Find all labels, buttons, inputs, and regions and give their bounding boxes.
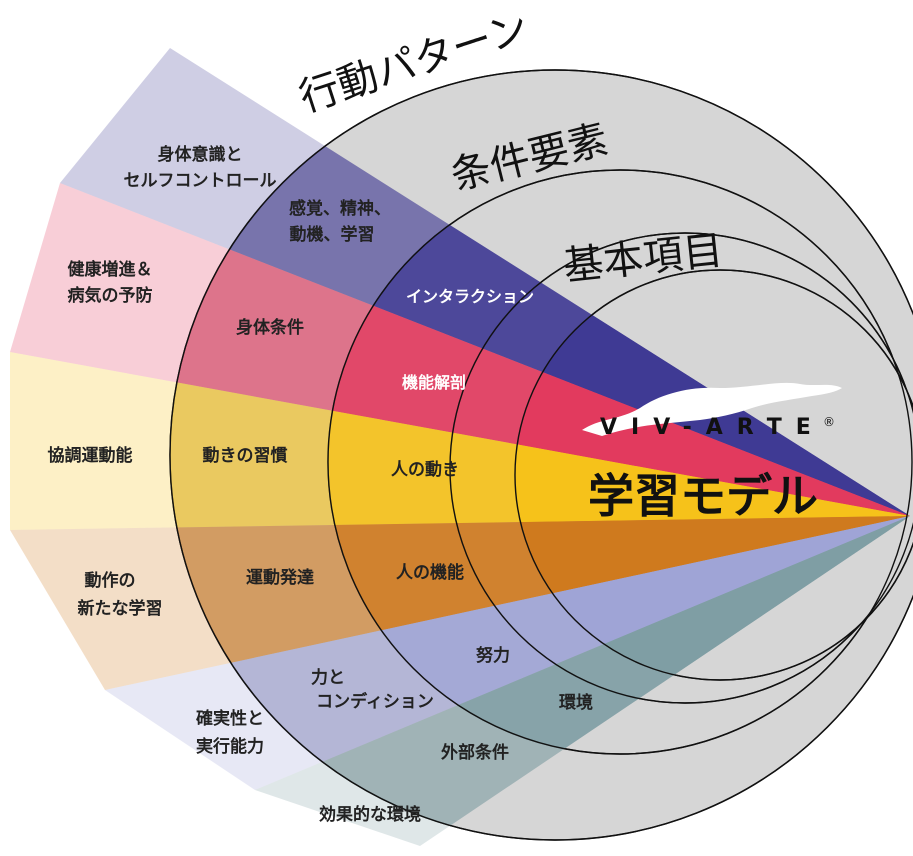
wedge-yellow [515, 352, 910, 530]
wedge-red [515, 270, 910, 516]
label-body-awareness-1: 身体意識と [158, 144, 243, 165]
ring-outlines [169, 69, 913, 841]
logo-registered: ® [823, 415, 835, 429]
label-environment-effect: 効果的な環境 [319, 804, 421, 825]
viv-arte-logo: VIV-ARTE ® 学習モデル [582, 382, 842, 523]
logo-text: VIV-ARTE [600, 415, 825, 440]
wedge-lavender [515, 516, 910, 680]
label-power-1: 力と [311, 667, 345, 688]
label-human-function: 人の機能 [396, 562, 464, 583]
label-new-learning-2: 新たな学習 [78, 598, 163, 619]
label-senses-2: 動機、学習 [290, 224, 375, 245]
model-title: 学習モデル [588, 469, 818, 523]
label-interaction: インタラクション [406, 287, 534, 306]
label-health-1: 健康増進＆ [68, 259, 153, 280]
label-senses-1: 感覚、精神、 [289, 198, 391, 219]
label-effort: 努力 [476, 645, 510, 666]
label-certainty-2: 実行能力 [196, 736, 264, 757]
label-power-2: コンディション [316, 691, 434, 712]
label-health-2: 病気の予防 [68, 285, 153, 306]
fan-wedges [10, 48, 910, 846]
label-external-conditions: 外部条件 [441, 742, 509, 763]
label-motor-development: 運動発達 [246, 567, 314, 588]
label-anatomy: 機能解剖 [402, 373, 466, 392]
label-coordination: 協調運動能 [48, 445, 133, 466]
label-body-awareness-2: セルフコントロール [124, 171, 277, 191]
wedge-orange [515, 516, 910, 680]
label-certainty-1: 確実性と [196, 708, 264, 729]
label-environment: 環境 [559, 692, 593, 713]
cheetah-silhouette [582, 382, 842, 436]
label-body-condition: 身体条件 [236, 317, 304, 338]
label-human-movement: 人の動き [391, 459, 459, 480]
wedge-slate [515, 516, 910, 680]
label-movement-habits: 動きの習慣 [203, 445, 288, 466]
label-new-learning-1: 動作の [85, 570, 136, 591]
